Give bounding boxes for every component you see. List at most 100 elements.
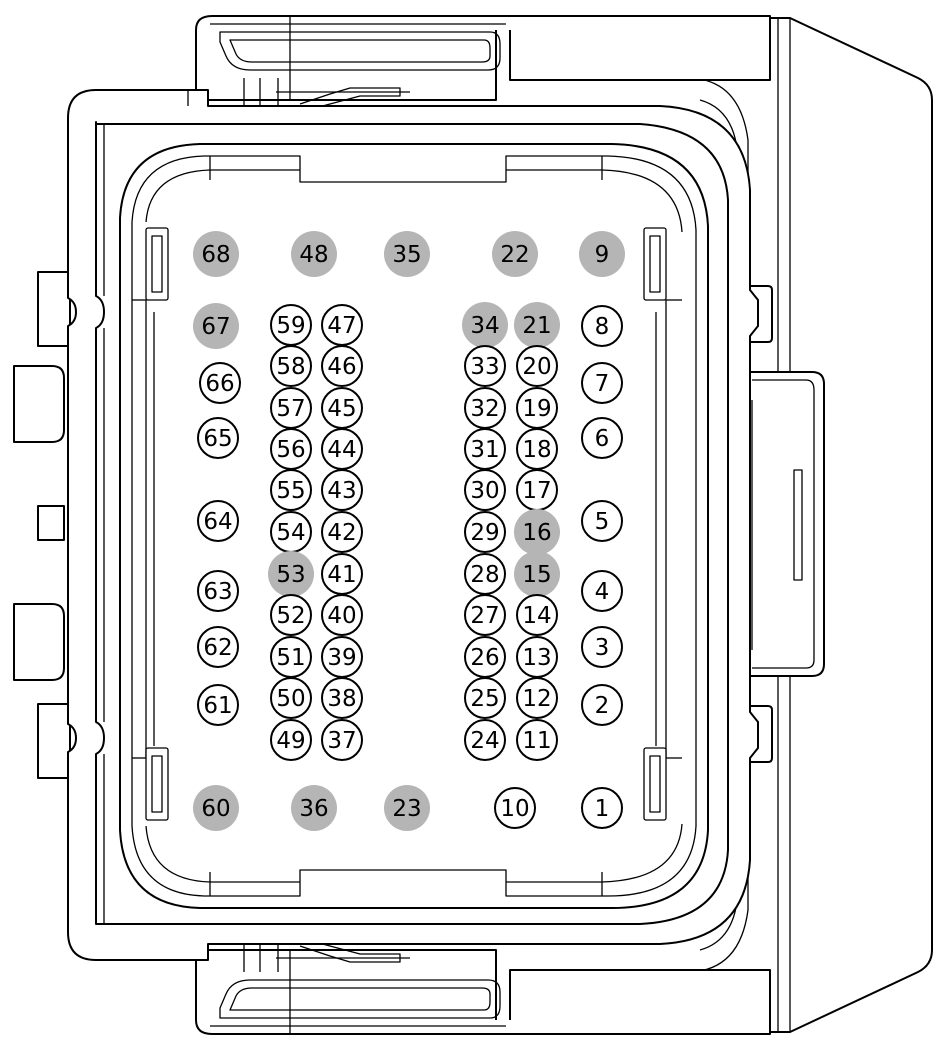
empty-cavity-marker [193, 231, 239, 277]
pin-29: 29 [464, 511, 506, 553]
empty-cavity-marker [268, 551, 314, 597]
pin-label: 11 [522, 728, 551, 754]
empty-cavity-marker [514, 551, 560, 597]
pin-circle [581, 684, 623, 726]
pin-label: 5 [595, 509, 610, 535]
pin-circle [321, 719, 363, 761]
pin-19: 19 [516, 387, 558, 429]
side-latch-right [744, 285, 825, 763]
empty-cavity-23: 23 [384, 785, 430, 831]
pin-label: 38 [327, 686, 356, 712]
pin-46: 46 [321, 345, 363, 387]
pin-label: 51 [276, 645, 305, 671]
empty-cavity-marker [193, 785, 239, 831]
empty-cavity-68: 68 [193, 231, 239, 277]
pin-64: 64 [197, 500, 239, 542]
pin-label: 37 [327, 728, 356, 754]
pin-10: 10 [494, 787, 536, 829]
empty-cavity-marker [384, 785, 430, 831]
connector-body-left [13, 271, 71, 779]
pin-7: 7 [581, 362, 623, 404]
pin-label: 16 [522, 520, 551, 546]
pin-label: 4 [595, 579, 610, 605]
pin-circle [516, 594, 558, 636]
pin-58: 58 [270, 345, 312, 387]
empty-cavity-marker [291, 231, 337, 277]
pin-51: 51 [270, 636, 312, 678]
empty-cavity-9: 9 [579, 231, 625, 277]
housing-frame [67, 89, 759, 961]
pin-label: 25 [470, 686, 499, 712]
pin-label: 10 [500, 796, 529, 822]
pin-circle [199, 362, 241, 404]
pin-circle [464, 511, 506, 553]
empty-cavity-36: 36 [291, 785, 337, 831]
pin-circle [464, 345, 506, 387]
pin-label: 55 [276, 478, 305, 504]
empty-cavity-marker [579, 231, 625, 277]
pin-label: 42 [327, 520, 356, 546]
pin-63: 63 [197, 570, 239, 612]
pin-label: 1 [595, 796, 610, 822]
pin-circle [581, 305, 623, 347]
pin-62: 62 [197, 626, 239, 668]
pin-circle [321, 469, 363, 511]
pin-13: 13 [516, 636, 558, 678]
pin-42: 42 [321, 511, 363, 553]
pin-label: 20 [522, 354, 551, 380]
pin-54: 54 [270, 511, 312, 553]
pin-24: 24 [464, 719, 506, 761]
pin-55: 55 [270, 469, 312, 511]
pin-circle [464, 469, 506, 511]
pin-37: 37 [321, 719, 363, 761]
pin-30: 30 [464, 469, 506, 511]
pin-4: 4 [581, 570, 623, 612]
pin-25: 25 [464, 677, 506, 719]
pin-label: 9 [595, 242, 610, 268]
empty-cavity-marker [193, 303, 239, 349]
pin-circle [494, 787, 536, 829]
empty-cavity-48: 48 [291, 231, 337, 277]
pin-circle [516, 719, 558, 761]
pin-circle [516, 345, 558, 387]
pin-27: 27 [464, 594, 506, 636]
pin-8: 8 [581, 305, 623, 347]
pin-28: 28 [464, 553, 506, 595]
pin-label: 60 [201, 796, 230, 822]
pin-49: 49 [270, 719, 312, 761]
pin-label: 8 [595, 314, 610, 340]
pin-5: 5 [581, 500, 623, 542]
pin-circle [270, 469, 312, 511]
pin-47: 47 [321, 304, 363, 346]
empty-cavity-34: 34 [462, 302, 508, 348]
pin-circle [197, 500, 239, 542]
pin-6: 6 [581, 417, 623, 459]
pin-label: 23 [392, 796, 421, 822]
pin-38: 38 [321, 677, 363, 719]
pin-41: 41 [321, 553, 363, 595]
pin-57: 57 [270, 387, 312, 429]
empty-cavity-marker [514, 302, 560, 348]
pin-label: 7 [595, 371, 610, 397]
pin-label: 40 [327, 603, 356, 629]
pin-label: 34 [470, 313, 499, 339]
pin-label: 18 [522, 437, 551, 463]
pin-label: 67 [201, 314, 230, 340]
pin-circle [321, 594, 363, 636]
empty-cavity-marker [462, 302, 508, 348]
lock-latch-bottom [195, 932, 771, 1035]
pin-circle [197, 417, 239, 459]
pin-label: 27 [470, 603, 499, 629]
pin-label: 54 [276, 520, 305, 546]
pin-59: 59 [270, 304, 312, 346]
pin-label: 65 [203, 426, 232, 452]
pin-65: 65 [197, 417, 239, 459]
pin-label: 15 [522, 562, 551, 588]
pin-label: 30 [470, 478, 499, 504]
pin-label: 46 [327, 354, 356, 380]
pin-50: 50 [270, 677, 312, 719]
empty-cavity-16: 16 [514, 509, 560, 555]
pin-label: 61 [203, 693, 232, 719]
pin-39: 39 [321, 636, 363, 678]
